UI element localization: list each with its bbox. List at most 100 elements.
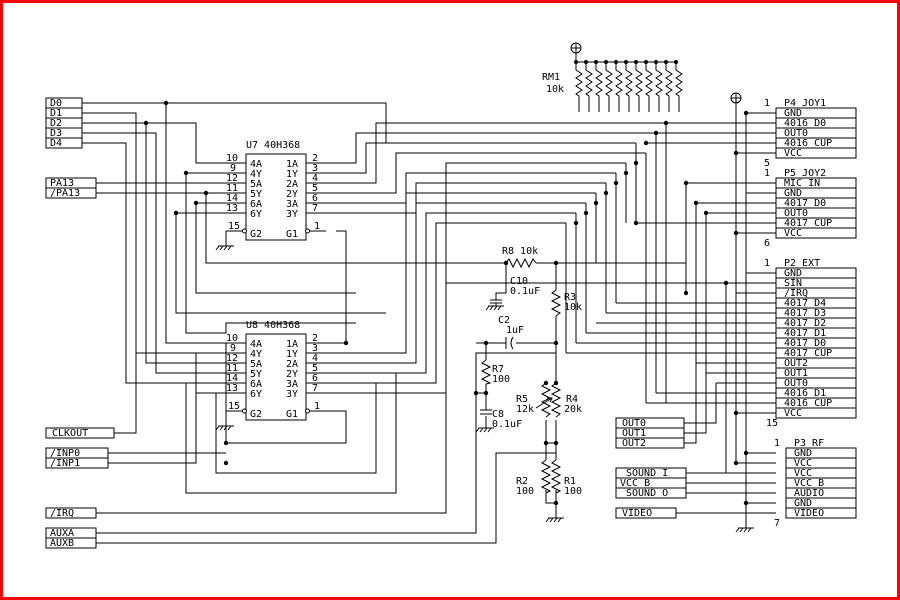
signal-npa13: /PA13	[50, 188, 80, 199]
p5-pin-label: GND	[784, 188, 802, 199]
rm1-leg	[665, 62, 673, 112]
c8-name: C8	[492, 409, 504, 420]
p2-title: P2 EXT	[784, 258, 820, 269]
clkout-label: CLKOUT	[45, 427, 115, 439]
r1-name: R1	[564, 476, 576, 487]
signal-irq: /IRQ	[50, 508, 74, 519]
junction-dot	[683, 180, 689, 186]
signal-inp0: /INP0	[50, 448, 80, 459]
p2-pin-label: 4017 D2	[784, 318, 826, 329]
signal-out1: OUT1	[622, 428, 646, 439]
p3-pin-label: AUDIO	[794, 488, 824, 499]
junction-dot	[173, 210, 179, 216]
resistor-r7: R7 100	[480, 359, 510, 385]
pa-labels: PA13 /PA13	[45, 177, 97, 199]
p2-pin-label: GND	[784, 268, 802, 279]
signal-clkout: CLKOUT	[52, 428, 88, 439]
signal-pa13: PA13	[50, 178, 74, 189]
u7-label-g2: G2	[250, 229, 262, 240]
u8-label-6y: 6Y	[250, 389, 262, 400]
u7-label-5y: 5Y	[250, 189, 262, 200]
rm1-leg	[635, 62, 643, 112]
p5-pin-label: 4017 D0	[784, 198, 826, 209]
p2-pin-label: VCC	[784, 408, 802, 419]
p2-pin-label: OUT2	[784, 358, 808, 369]
p2-first-pin: 1	[764, 258, 770, 269]
u8-pin-12: 12	[226, 353, 238, 364]
rm1-leg	[675, 62, 683, 112]
u7-label-3y: 3Y	[286, 209, 298, 220]
r2-value: 100	[516, 486, 534, 497]
junction-dot	[703, 210, 709, 216]
junction-dot	[553, 500, 559, 506]
r3-name: R3	[564, 292, 576, 303]
junction-dot	[633, 160, 639, 166]
p2-pin-label: 4016 CUP	[784, 398, 832, 409]
r4-value: 20k	[564, 404, 582, 415]
connector-wiring	[565, 122, 776, 514]
junction-dot	[663, 120, 669, 126]
r7-name: R7	[492, 364, 504, 375]
junction-dot	[643, 140, 649, 146]
signal-d1: D1	[50, 108, 62, 119]
junction-dot	[593, 200, 599, 206]
u7-pin-5: 5	[312, 183, 318, 194]
signal-auxa: AUXA	[50, 528, 74, 539]
junction-dot	[543, 440, 549, 446]
c2-name: C2	[498, 315, 510, 326]
rm1-name: RM1	[542, 72, 560, 83]
junction-dot	[473, 390, 479, 396]
junction-dot	[223, 460, 229, 466]
junction-dot	[693, 200, 699, 206]
chip-u7: U7 40H368 10 9 12 11 14 13 4A 4Y 5A 5Y 6…	[206, 140, 336, 241]
u7-label-5a: 5A	[250, 179, 262, 190]
p4-pin-label: GND	[784, 108, 802, 119]
junction-dot	[603, 190, 609, 196]
rm1-value: 10k	[546, 84, 564, 95]
junction-dot	[143, 120, 149, 126]
p2-pin-label: SIN	[784, 278, 802, 289]
junction-dot	[743, 450, 749, 456]
u7-label-2y: 2Y	[286, 189, 298, 200]
left-wiring	[82, 102, 736, 544]
u8-pin-1: 1	[314, 401, 320, 412]
resistors-r2-r1: R2 100 R1 100	[516, 459, 582, 497]
rm1-leg	[575, 62, 583, 112]
junction-dot	[573, 220, 579, 226]
signal-auxb: AUXB	[50, 538, 74, 549]
u7-pin-1: 1	[314, 221, 320, 232]
u7-label-g1: G1	[286, 229, 298, 240]
p2-pin-label: 4017 D3	[784, 308, 826, 319]
signal-d3: D3	[50, 128, 62, 139]
p4-pin-label: OUT0	[784, 128, 808, 139]
u7-pin-12: 12	[226, 173, 238, 184]
video-label: VIDEO	[615, 507, 677, 519]
p2-pin-label: OUT0	[784, 378, 808, 389]
capacitor-c10: C10 0.1uF	[490, 276, 540, 306]
signal-out0: OUT0	[622, 418, 646, 429]
p3-title: P3 RF	[794, 438, 824, 449]
u8-label-3y: 3Y	[286, 389, 298, 400]
signal-sound-i: SOUND I	[626, 468, 668, 479]
signal-d4: D4	[50, 138, 62, 149]
r2-name: R2	[516, 476, 528, 487]
p2-pin-label: /IRQ	[784, 288, 808, 299]
junction-dot	[653, 130, 659, 136]
junction-dot	[733, 460, 739, 466]
p4-pin-label: 4016 CUP	[784, 138, 832, 149]
u8-label-6a: 6A	[250, 379, 262, 390]
c10-value: 0.1uF	[510, 286, 540, 297]
capacitor-c2: C2 1uF	[498, 315, 524, 350]
junction-dot	[553, 380, 559, 386]
p5-pin-label: OUT0	[784, 208, 808, 219]
signal-d2: D2	[50, 118, 62, 129]
signal-video: VIDEO	[622, 508, 652, 519]
u8-pin-9: 9	[230, 343, 236, 354]
rm1-leg	[615, 62, 623, 112]
u7-pin-14: 14	[226, 193, 238, 204]
rm1-leg	[595, 62, 603, 112]
p2-pin-label: 4017 D4	[784, 298, 826, 309]
rm1-leg	[645, 62, 653, 112]
